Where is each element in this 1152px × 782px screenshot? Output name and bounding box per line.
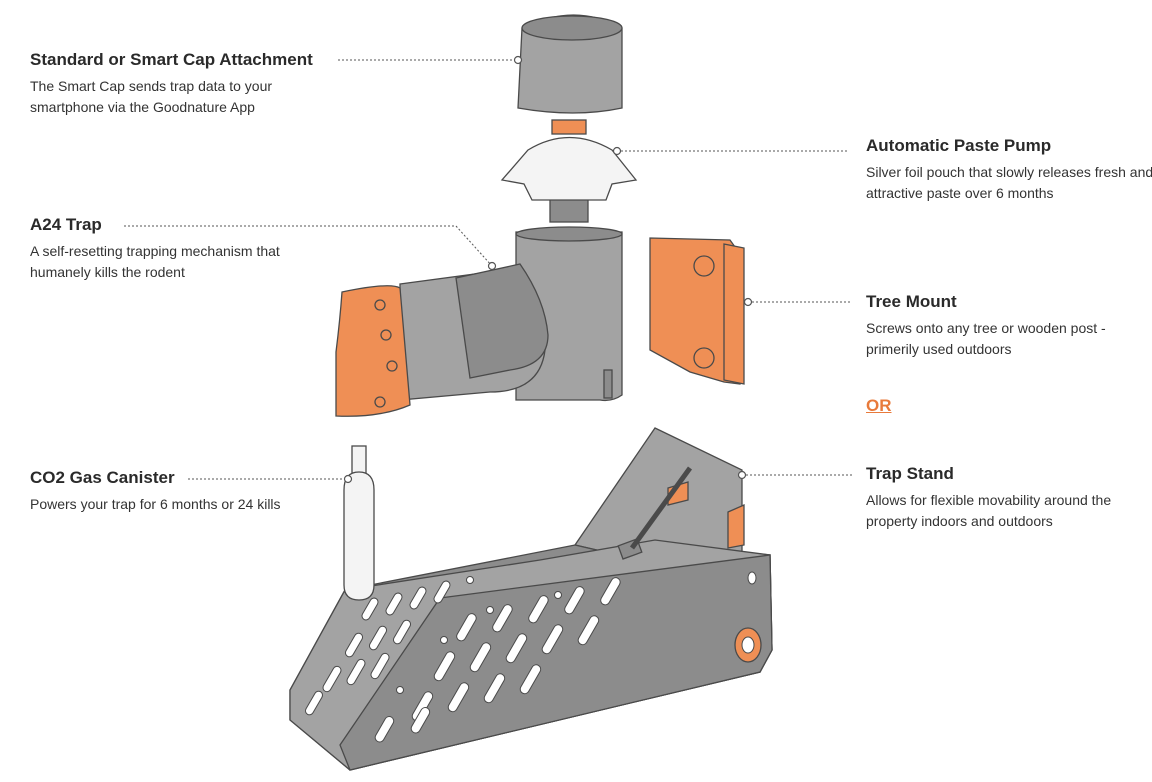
a24-trap-illustration (335, 226, 623, 417)
trap-stand-title: Trap Stand (866, 464, 954, 483)
co2-leader-dot (343, 474, 353, 484)
label-a24-trap: A24 Trap A self-resetting trapping mecha… (30, 215, 330, 283)
label-paste-pump: Automatic Paste Pump Silver foil pouch t… (866, 136, 1152, 204)
trap-leader-line (124, 225, 493, 267)
paste-pump-title: Automatic Paste Pump (866, 136, 1052, 155)
tree-mount-description: Screws onto any tree or wooden post - pr… (866, 320, 1106, 357)
stand-leader-dot (737, 470, 747, 480)
a24-trap-description: A self-resetting trapping mechanism that… (30, 243, 280, 280)
tree-mount-title: Tree Mount (866, 292, 957, 311)
cap-attachment-title: Standard or Smart Cap Attachment (30, 50, 313, 69)
trap-leader-dot (487, 261, 497, 271)
label-trap-stand: Trap Stand Allows for flexible movabilit… (866, 464, 1152, 532)
label-tree-mount: Tree Mount Screws onto any tree or woode… (866, 292, 1152, 360)
tree-mount-illustration (649, 237, 745, 385)
trap-stand-description: Allows for flexible movability around th… (866, 492, 1112, 529)
co2-canister-description: Powers your trap for 6 months or 24 kill… (30, 496, 281, 512)
co2-canister-title: CO2 Gas Canister (30, 468, 175, 487)
or-separator: OR (866, 396, 892, 415)
co2-canister-illustration (343, 445, 375, 601)
paste-pump-description: Silver foil pouch that slowly releases f… (866, 164, 1152, 201)
cap-leader-dot (513, 55, 523, 65)
paste-pump-illustration (500, 119, 638, 223)
a24-trap-title: A24 Trap (30, 215, 102, 234)
cap-attachment-description: The Smart Cap sends trap data to your sm… (30, 78, 273, 115)
cap-attachment-illustration (517, 14, 623, 114)
label-cap-attachment: Standard or Smart Cap Attachment The Sma… (30, 50, 330, 118)
pump-leader-dot (612, 146, 622, 156)
label-co2-canister: CO2 Gas Canister Powers your trap for 6 … (30, 468, 290, 515)
trap-stand-illustration (289, 427, 773, 771)
mount-leader-dot (743, 297, 753, 307)
